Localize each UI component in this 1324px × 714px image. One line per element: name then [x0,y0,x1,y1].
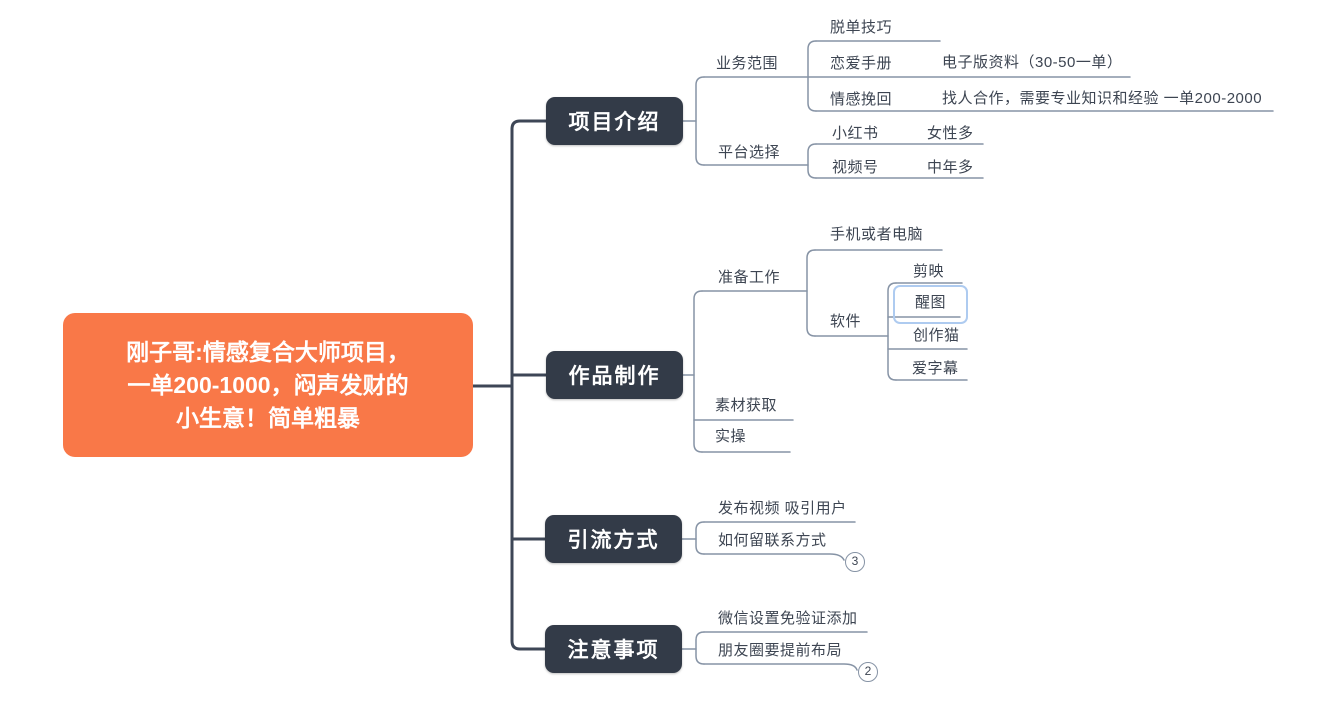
topic-phone-computer[interactable]: 手机或者电脑 [830,226,924,243]
root-topic[interactable]: 刚子哥:情感复合大师项目， 一单200-1000，闷声发财的 小生意！简单粗暴 [63,313,473,457]
connector-work-vertical [693,290,703,453]
collapsed-count-badge-moments[interactable]: 2 [858,662,878,682]
topic-chuangzuomao[interactable]: 创作猫 [913,327,960,344]
root-topic-line: 一单200-1000，闷声发财的 [127,371,409,398]
topic-emotion-recovery[interactable]: 情感挽回 [830,91,893,108]
connector-traffic-vertical [695,521,705,555]
collapsed-count-badge-contact[interactable]: 3 [845,552,865,572]
branch-traffic-method[interactable]: 引流方式 [545,515,682,563]
connector-contact-line [703,553,845,561]
connector-moments-line [703,663,858,671]
topic-ebook-material[interactable]: 电子版资料（30-50一单） [942,54,1123,71]
root-topic-line: 刚子哥:情感复合大师项目， [126,338,410,365]
connector-platform-vertical [807,143,817,179]
root-topic-line: 小生意！简单粗暴 [176,404,360,431]
topic-tuodan-skill[interactable]: 脱单技巧 [830,19,893,36]
topic-xingtu-selected[interactable]: 醒图 [893,285,968,324]
topic-material-get[interactable]: 素材获取 [715,397,778,414]
topic-jianying[interactable]: 剪映 [913,263,945,280]
topic-middleage-more[interactable]: 中年多 [927,159,974,176]
topic-xingtu: 醒图 [914,294,946,311]
branch-notes[interactable]: 注意事项 [545,625,682,673]
topic-love-manual[interactable]: 恋爱手册 [830,55,893,72]
topic-female-more[interactable]: 女性多 [927,125,974,142]
topic-business-scope[interactable]: 业务范围 [716,55,779,72]
topic-aizimu[interactable]: 爱字幕 [912,360,959,377]
connector-software-vertical [887,282,897,381]
topic-contact-method[interactable]: 如何留联系方式 [718,532,827,549]
topic-platform-choice[interactable]: 平台选择 [718,144,781,161]
connector-intro-vertical [695,76,705,166]
topic-preparation[interactable]: 准备工作 [718,269,781,286]
topic-wechat-setting[interactable]: 微信设置免验证添加 [718,610,858,627]
topic-publish-video[interactable]: 发布视频 吸引用户 [718,500,847,517]
branch-work-production[interactable]: 作品制作 [546,351,683,399]
topic-software[interactable]: 软件 [830,313,862,330]
connector-notes-vertical [695,631,705,665]
connector-main-trunk [510,119,548,651]
topic-cooperation-note[interactable]: 找人合作，需要专业知识和经验 一单200-2000 [942,90,1263,107]
topic-xiaohongshu[interactable]: 小红书 [832,125,879,142]
topic-moments-layout[interactable]: 朋友圈要提前布局 [718,642,843,659]
topic-shipinhao[interactable]: 视频号 [832,159,879,176]
connector-prepare-vertical [806,249,816,337]
connector-business-vertical [807,40,817,112]
topic-practice[interactable]: 实操 [715,428,747,445]
branch-project-intro[interactable]: 项目介绍 [546,97,683,145]
